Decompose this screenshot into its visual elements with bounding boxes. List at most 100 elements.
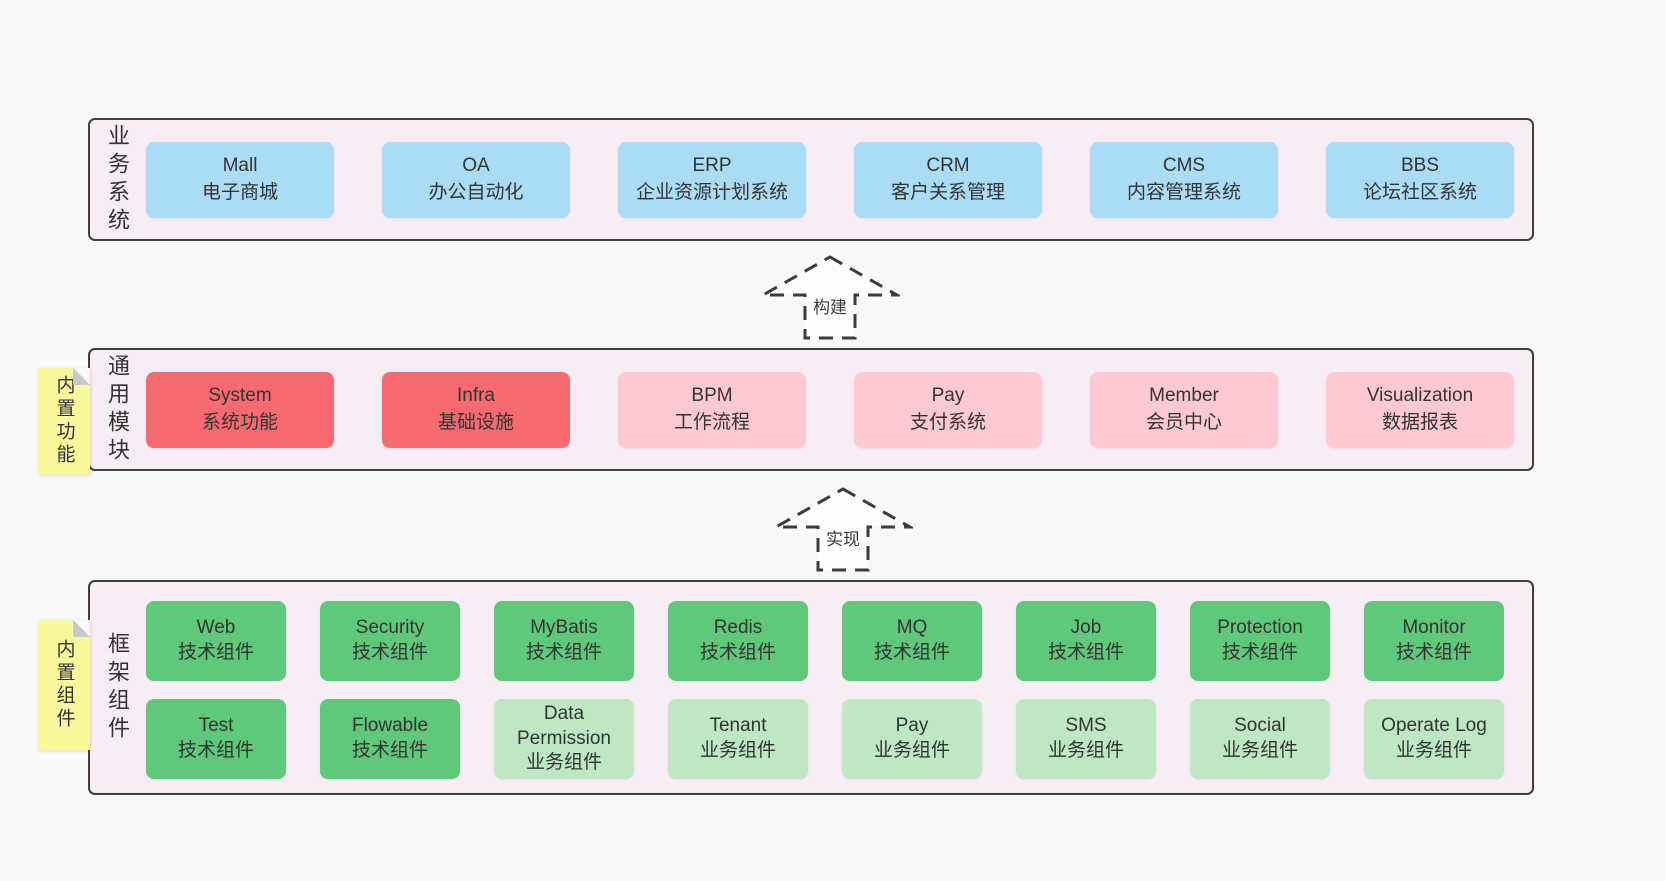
module-box-row: System 系统功能 Infra 基础设施 BPM 工作流程 Pay 支付系统…	[146, 350, 1514, 469]
box-subtitle: 技术组件	[1395, 642, 1472, 663]
box-title: Social	[1234, 715, 1286, 737]
box-title: Protection	[1217, 617, 1303, 639]
box-subtitle: 业务组件	[1395, 740, 1472, 761]
box-operate-log: Operate Log 业务组件	[1364, 699, 1504, 779]
box-title: Data Permission	[517, 702, 611, 749]
box-title: Web	[196, 617, 236, 639]
box-subtitle: 内容管理系统	[1126, 181, 1241, 203]
box-subtitle: 技术组件	[177, 642, 254, 663]
box-cms: CMS 内容管理系统	[1090, 141, 1278, 218]
box-title: Pay	[931, 384, 965, 406]
box-title: MQ	[896, 617, 928, 639]
layer-label-framework-components: 框架组件	[105, 631, 130, 744]
box-subtitle: 基础设施	[437, 411, 514, 433]
implement-arrow-label: 实现	[773, 525, 913, 550]
box-subtitle: 客户关系管理	[890, 181, 1005, 203]
box-subtitle: 技术组件	[525, 642, 602, 663]
box-bpm: BPM 工作流程	[618, 371, 806, 448]
box-title: Tenant	[709, 715, 767, 737]
box-title: Monitor	[1402, 617, 1466, 639]
box-title: Security	[355, 617, 425, 639]
box-title: Visualization	[1366, 384, 1474, 406]
box-erp: ERP 企业资源计划系统	[618, 141, 806, 218]
box-mq: MQ 技术组件	[842, 601, 982, 681]
box-member: Member 会员中心	[1090, 371, 1278, 448]
box-subtitle: 工作流程	[673, 411, 750, 433]
build-arrow: 构建	[760, 255, 900, 341]
box-title: CMS	[1162, 154, 1206, 176]
box-subtitle: 数据报表	[1381, 411, 1458, 433]
box-subtitle: 技术组件	[351, 642, 428, 663]
layer-label-common-modules: 通用模块	[105, 353, 130, 466]
box-title: BBS	[1400, 154, 1440, 176]
box-subtitle: 论坛社区系统	[1362, 181, 1477, 203]
box-title: Redis	[713, 617, 763, 639]
layer-framework-components: 框架组件 Web 技术组件 Security 技术组件 MyBatis 技术组件…	[88, 580, 1534, 795]
box-subtitle: 电子商城	[201, 181, 278, 203]
layer-label-business-systems: 业务系统	[105, 123, 130, 236]
box-title: System	[208, 384, 272, 406]
box-pay-component: Pay 业务组件	[842, 699, 982, 779]
box-crm: CRM 客户关系管理	[854, 141, 1042, 218]
up-arrow-icon	[773, 487, 913, 572]
box-title: Member	[1149, 384, 1219, 406]
box-web: Web 技术组件	[146, 601, 286, 681]
box-subtitle: 技术组件	[177, 740, 254, 761]
box-title: Test	[198, 715, 234, 737]
box-title: Pay	[895, 715, 929, 737]
box-subtitle: 业务组件	[1047, 740, 1124, 761]
box-sms: SMS 业务组件	[1016, 699, 1156, 779]
box-title: OA	[462, 154, 490, 176]
sticky-note-builtin-features: 内置功能	[38, 368, 90, 474]
box-tenant: Tenant 业务组件	[668, 699, 808, 779]
sticky-note-builtin-components: 内置组件	[38, 620, 90, 750]
box-title: Operate Log	[1381, 715, 1487, 737]
box-mall: Mall 电子商城	[146, 141, 334, 218]
box-subtitle: 业务组件	[873, 740, 950, 761]
box-job: Job 技术组件	[1016, 601, 1156, 681]
box-visualization: Visualization 数据报表	[1326, 371, 1514, 448]
box-oa: OA 办公自动化	[382, 141, 570, 218]
box-monitor: Monitor 技术组件	[1364, 601, 1504, 681]
box-subtitle: 支付系统	[909, 411, 986, 433]
box-title: Mall	[222, 154, 258, 176]
layer-common-modules: 通用模块 System 系统功能 Infra 基础设施 BPM 工作流程 Pay…	[88, 348, 1534, 471]
business-box-row: Mall 电子商城 OA 办公自动化 ERP 企业资源计划系统 CRM 客户关系…	[146, 120, 1514, 239]
box-subtitle: 技术组件	[1221, 642, 1298, 663]
box-flowable: Flowable 技术组件	[320, 699, 460, 779]
box-bbs: BBS 论坛社区系统	[1326, 141, 1514, 218]
build-arrow-label: 构建	[760, 293, 900, 318]
box-title: Infra	[456, 384, 496, 406]
box-subtitle: 技术组件	[351, 740, 428, 761]
box-protection: Protection 技术组件	[1190, 601, 1330, 681]
box-subtitle: 技术组件	[1047, 642, 1124, 663]
tech-component-row: Web 技术组件 Security 技术组件 MyBatis 技术组件 Redi…	[146, 601, 1504, 681]
box-subtitle: 系统功能	[201, 411, 278, 433]
box-title: ERP	[692, 154, 732, 176]
box-title: SMS	[1065, 715, 1107, 737]
box-title: Job	[1070, 617, 1102, 639]
biz-component-row: Test 技术组件 Flowable 技术组件 Data Permission …	[146, 699, 1504, 779]
box-subtitle: 技术组件	[873, 642, 950, 663]
box-subtitle: 业务组件	[699, 740, 776, 761]
box-infra: Infra 基础设施	[382, 371, 570, 448]
box-title: CRM	[926, 154, 970, 176]
implement-arrow: 实现	[773, 487, 913, 573]
box-subtitle: 会员中心	[1145, 411, 1222, 433]
box-pay-module: Pay 支付系统	[854, 371, 1042, 448]
box-title: Flowable	[351, 715, 429, 737]
box-title: MyBatis	[530, 617, 598, 639]
box-mybatis: MyBatis 技术组件	[494, 601, 634, 681]
up-arrow-icon	[760, 255, 900, 340]
layer-business-systems: 业务系统 Mall 电子商城 OA 办公自动化 ERP 企业资源计划系统 CRM…	[88, 118, 1534, 241]
box-security: Security 技术组件	[320, 601, 460, 681]
box-subtitle: 企业资源计划系统	[635, 181, 788, 203]
box-redis: Redis 技术组件	[668, 601, 808, 681]
box-test: Test 技术组件	[146, 699, 286, 779]
box-social: Social 业务组件	[1190, 699, 1330, 779]
box-subtitle: 办公自动化	[428, 181, 524, 203]
box-subtitle: 技术组件	[699, 642, 776, 663]
box-system: System 系统功能	[146, 371, 334, 448]
box-data-permission: Data Permission 业务组件	[494, 699, 634, 779]
